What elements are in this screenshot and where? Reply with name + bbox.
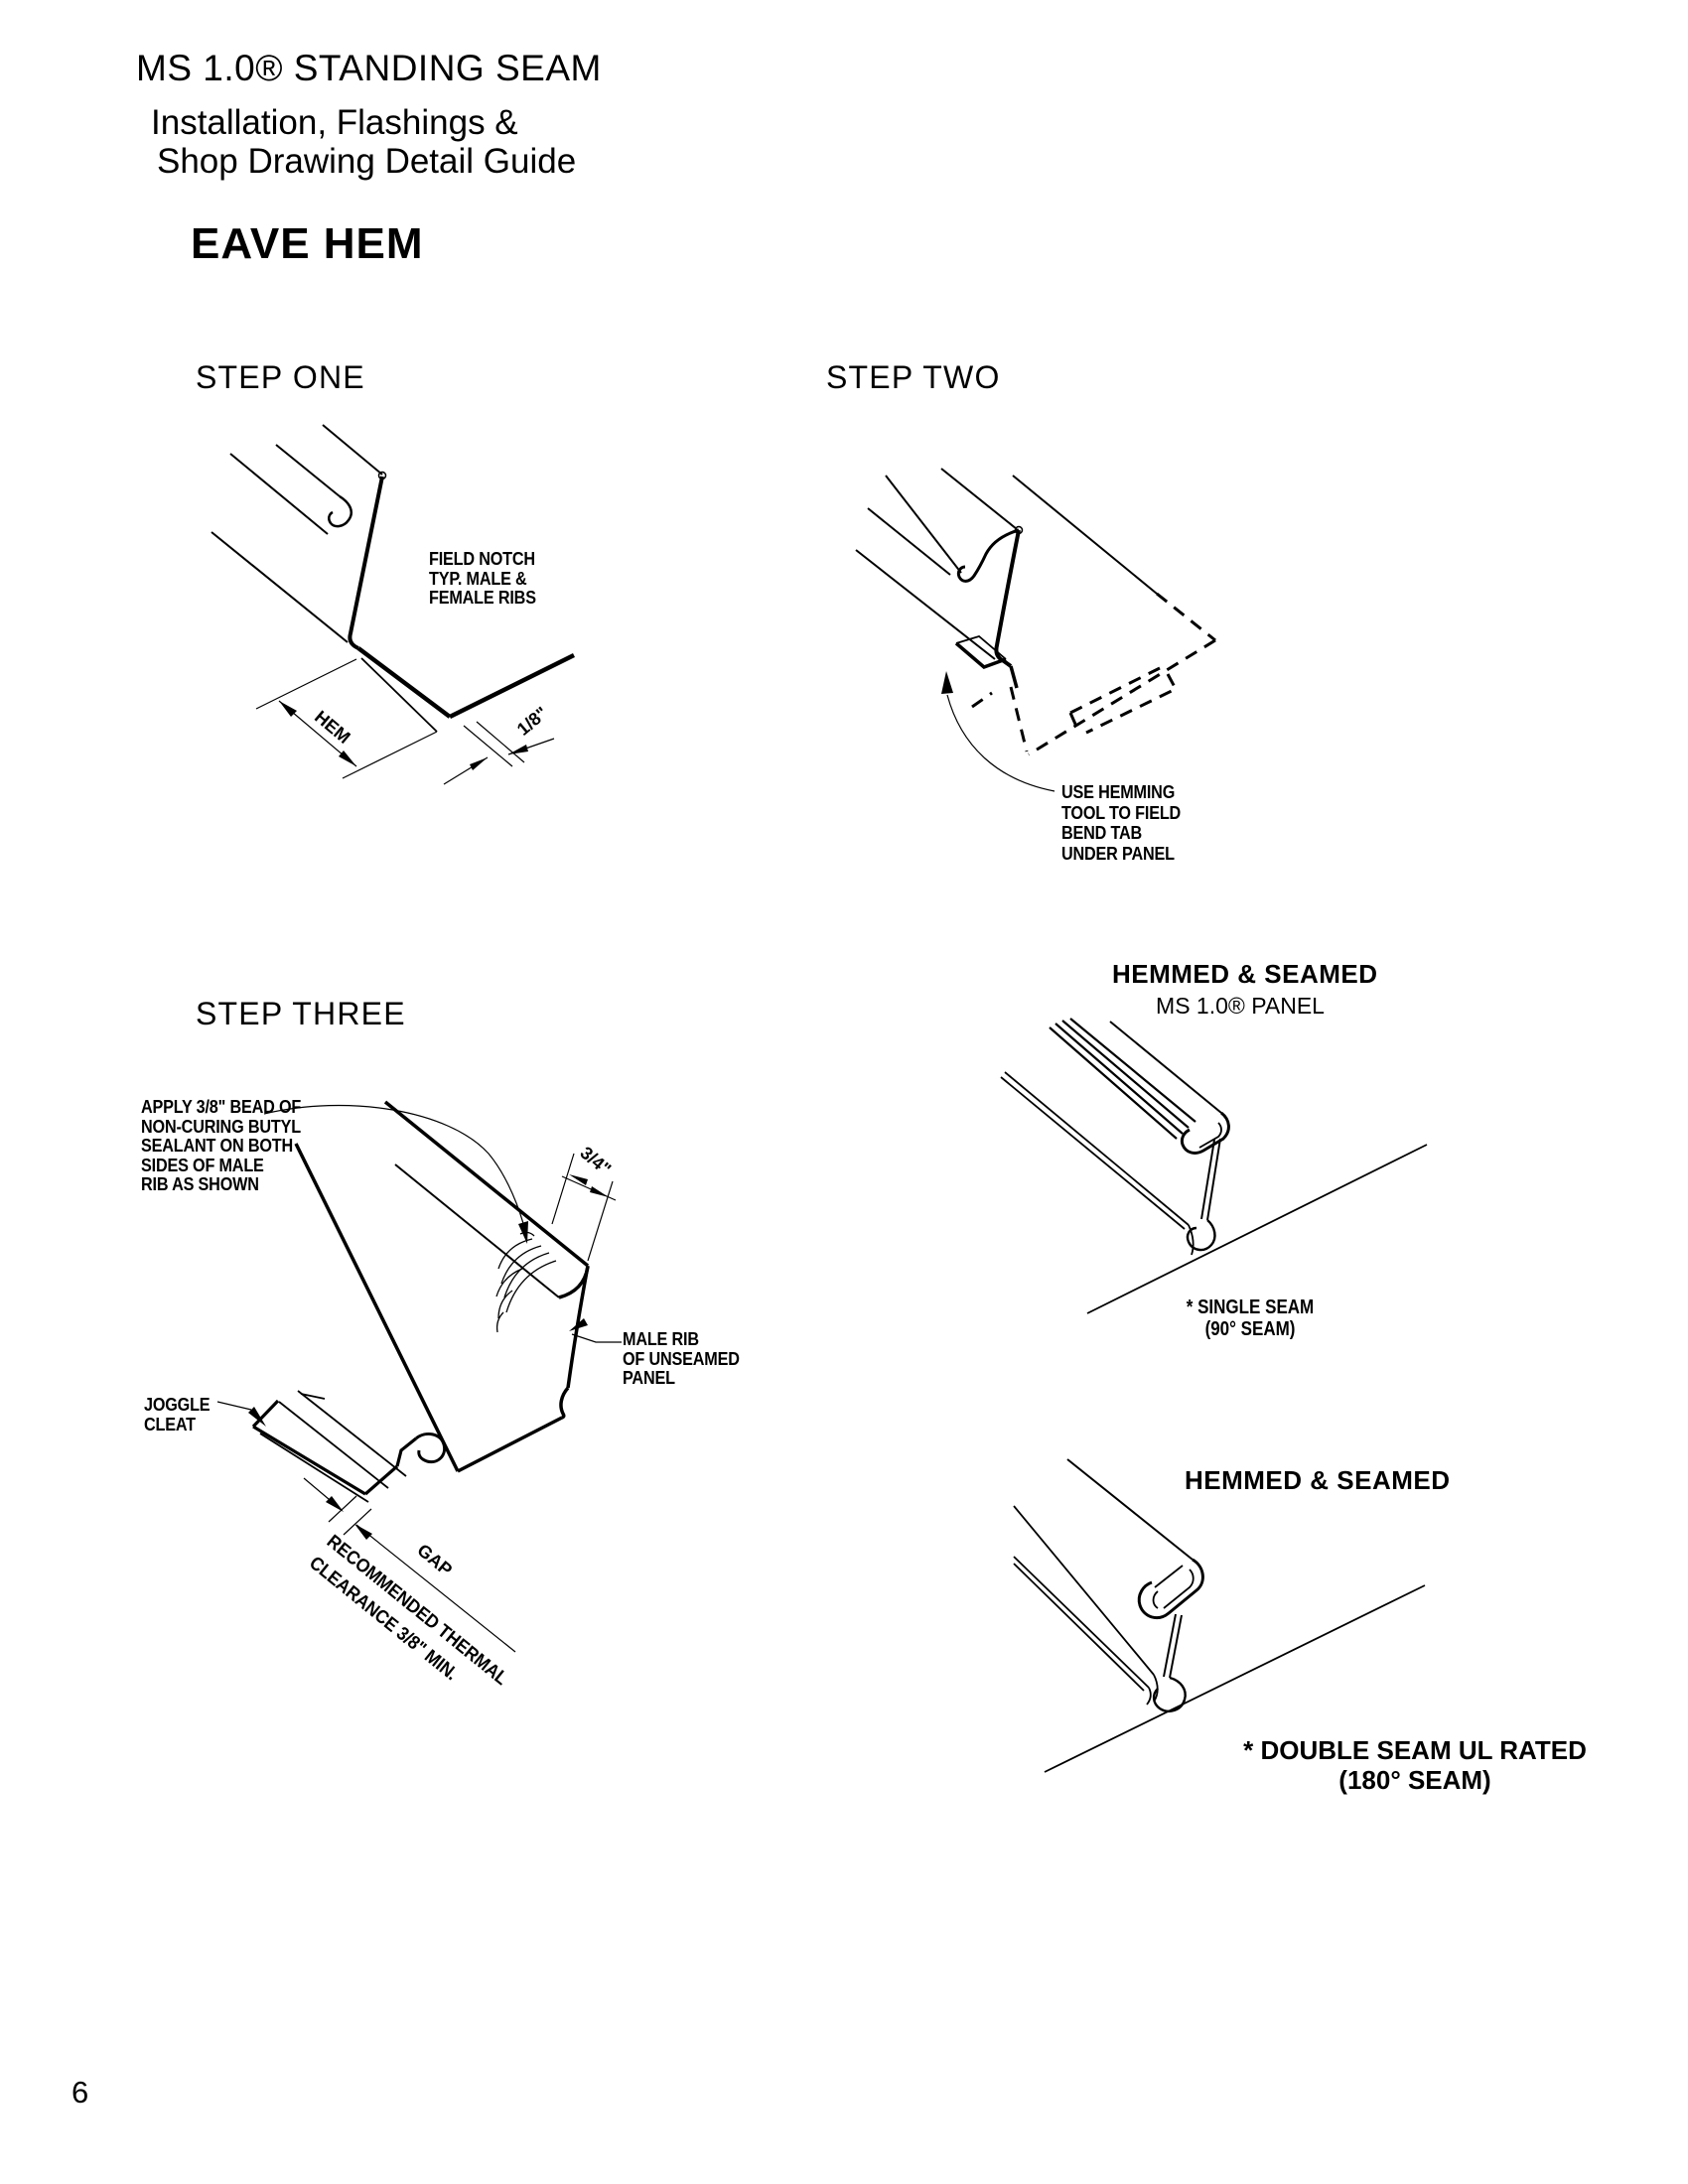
hem-edge [356,646,575,733]
eighth-dim-label: 1/8" [513,703,552,740]
single-seam-caption-line1: * SINGLE SEAM [1186,1297,1315,1318]
joggle-cleat-leader [216,1401,266,1427]
sealant-note: APPLY 3/8" BEAD OF NON-CURING BUTYL SEAL… [141,1097,302,1195]
roof-lines [1013,1505,1426,1773]
male-rib [348,471,387,650]
hem-tab [954,634,1007,669]
sealant-note-line2: NON-CURING BUTYL [141,1116,301,1137]
single-seam-caption: * SINGLE SEAM (90° SEAM) [1158,1297,1343,1340]
three-quarter-dim-label: 3/4" [577,1143,616,1179]
field-notch-line3: FEMALE RIBS [429,588,536,608]
sealant-bead [495,1231,557,1333]
step-one-label: STEP ONE [196,359,365,395]
field-notch-line1: FIELD NOTCH [429,549,535,569]
bend-arrow [941,671,1055,792]
field-notch-note: FIELD NOTCH TYP. MALE & FEMALE RIBS [429,549,536,609]
joggle-cleat-note: JOGGLE CLEAT [144,1395,211,1434]
page-subtitle-line2: Shop Drawing Detail Guide [157,142,577,181]
page-number: 6 [71,2075,89,2110]
hemming-tool-note: USE HEMMING TOOL TO FIELD BEND TAB UNDER… [1061,782,1181,864]
step-one-drawing: HEM 1/8" [211,424,575,785]
eighth-inch-dimension: 1/8" [443,703,555,785]
joggle-cleat [251,1390,447,1503]
hemming-tool-line3: BEND TAB [1061,823,1143,843]
male-rib [956,525,1024,689]
single-seam-heading: HEMMED & SEAMED [1112,959,1378,989]
hem-dimension: HEM [255,658,438,779]
sealant-note-line5: RIB AS SHOWN [141,1174,259,1194]
single-seam-caption-line2: (90° SEAM) [1204,1318,1296,1340]
double-seam-caption: * DOUBLE SEAM UL RATED (180° SEAM) [1231,1735,1599,1795]
sealant-note-line1: APPLY 3/8" BEAD OF [141,1097,302,1117]
hemming-tool-line1: USE HEMMING [1061,782,1176,802]
joggle-cleat-line1: JOGGLE [144,1395,211,1415]
male-rib-note-line1: MALE RIB [623,1329,699,1349]
joggle-cleat-line2: CLEAT [144,1415,196,1434]
male-rib-leader [569,1318,622,1343]
step-two-drawing [855,468,1216,792]
step-three-drawing: 3/4" GAP [216,1100,622,1653]
double-seam-caption-line1: * DOUBLE SEAM UL RATED [1243,1735,1587,1765]
panel-edges [211,424,383,643]
sealant-note-line3: SEALANT ON BOTH [141,1136,293,1156]
hem-dim-label: HEM [311,707,353,748]
page-subtitle-line1: Installation, Flashings & [151,103,518,142]
roof-lines [1000,1071,1428,1314]
single-seam-drawing [1000,1018,1428,1314]
double-seam-caption-line2: (180° SEAM) [1338,1765,1491,1795]
step-two-label: STEP TWO [826,359,1001,395]
sealant-leader [263,1104,528,1244]
unseamed-panel [294,1100,590,1473]
male-rib-note-line2: OF UNSEAMED [623,1348,740,1369]
female-rib-hook [328,494,352,528]
page-title: MS 1.0® STANDING SEAM [136,48,602,88]
sealant-note-line4: SIDES OF MALE [141,1155,264,1175]
section-title: EAVE HEM [191,219,424,268]
page-subtitle: Installation, Flashings & Shop Drawing D… [151,103,576,181]
double-seam-drawing [1013,1458,1426,1773]
single-seam-subheading: MS 1.0® PANEL [1156,993,1325,1019]
seamed-rib [1049,1018,1230,1252]
panel-edges [855,468,1158,660]
double-seam-heading: HEMMED & SEAMED [1185,1465,1451,1495]
folded-panel-dashed [971,592,1216,756]
hemming-tool-line2: TOOL TO FIELD [1061,802,1182,823]
gap-dim-label: GAP [413,1540,456,1579]
field-notch-line2: TYP. MALE & [429,568,527,589]
step-three-label: STEP THREE [196,996,406,1031]
male-rib-note: MALE RIB OF UNSEAMED PANEL [623,1329,740,1389]
hemming-tool-line4: UNDER PANEL [1061,843,1175,864]
double-seamed-rib [1066,1458,1204,1712]
male-rib-note-line3: PANEL [623,1368,675,1388]
